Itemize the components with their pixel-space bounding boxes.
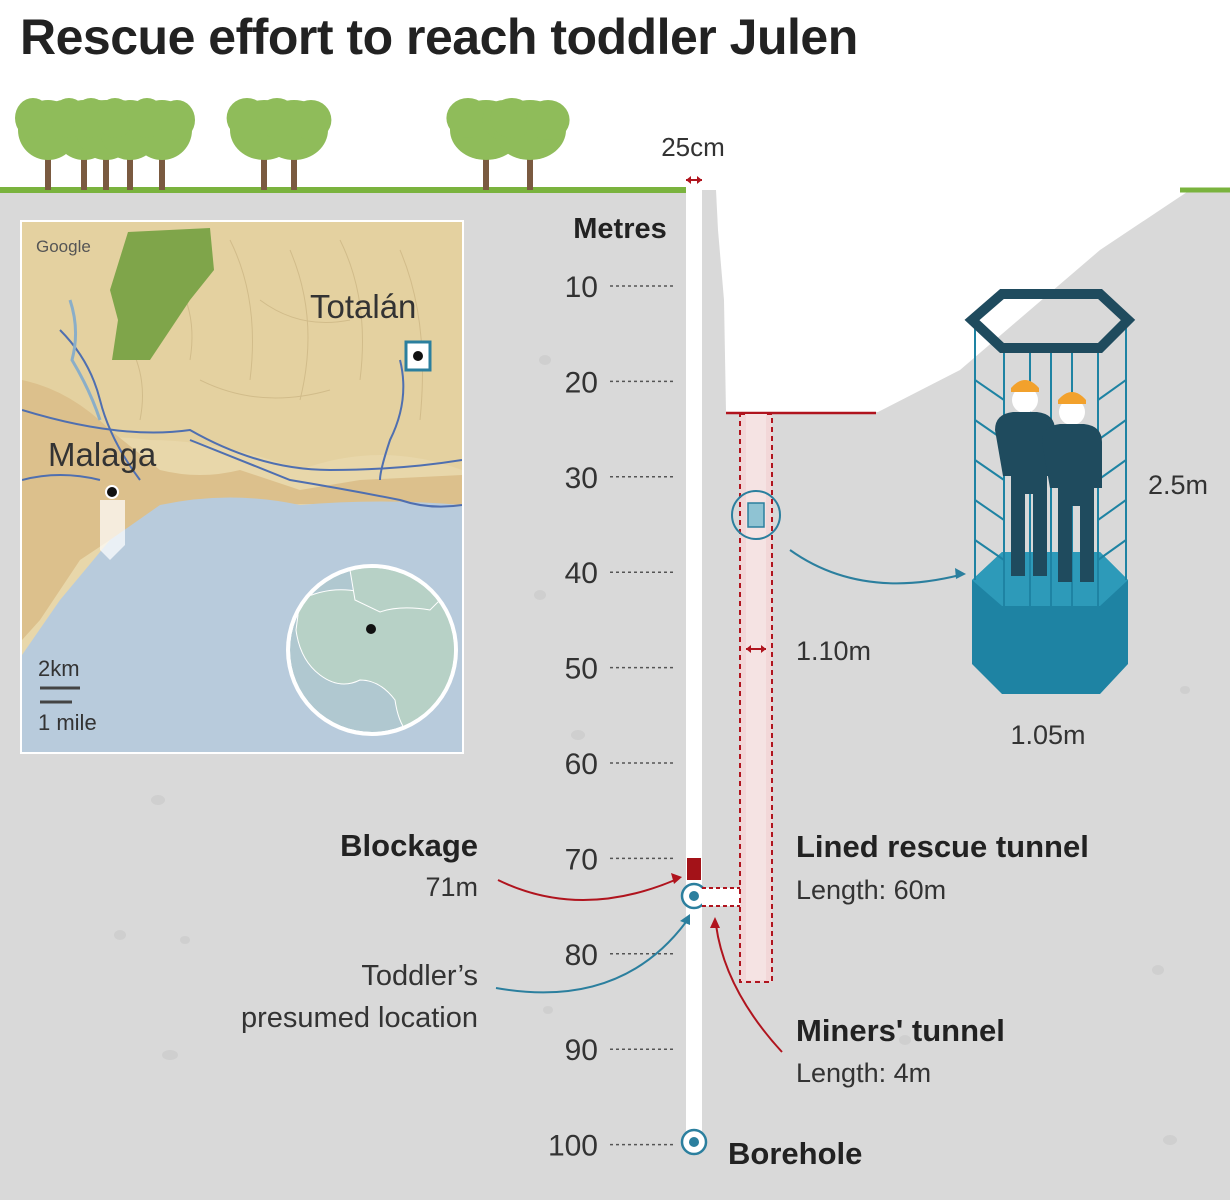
borehole: 25cm Borehole [661,132,862,1171]
miners-tunnel [702,887,740,907]
borehole-width-label: 25cm [661,132,725,162]
blockage-arrow [497,879,676,901]
map-scale-mile: 1 mile [38,710,97,735]
rescue-capsule: 2.5m 1.05m [964,289,1208,750]
blockage-arrowhead [671,873,682,884]
scale-tick-label: 100 [548,1130,598,1163]
miner-right [1042,392,1102,582]
map-roads [22,329,462,508]
scale-tick-label: 30 [565,462,598,495]
scale-tick-label: 40 [565,557,598,590]
map-scale-km: 2km [38,656,80,681]
tree [256,98,332,190]
globe-location-dot [366,624,376,634]
capsule-in-tunnel-ring [731,490,781,540]
miners-tunnel-title: Miners' tunnel [796,1013,1005,1048]
miners-tunnel-length: Length: 4m [796,1058,931,1088]
map-river [68,299,102,421]
map-city-label: Malaga [48,436,157,473]
map-attribution: Google [36,237,91,256]
scale-tick-label: 70 [565,843,598,876]
scale-tick-label: 80 [565,939,598,972]
trees [15,98,570,190]
capsule-pointer-arrow [789,549,961,585]
miners-arrowhead [710,917,720,928]
toddler-arrow [495,921,687,994]
rescue-tunnel: 1.10m [731,413,966,983]
tree [490,98,570,190]
toddler-label-line2: presumed location [241,1002,478,1034]
rescue-width-arrowheads [746,645,766,653]
scale-tick-label: 90 [565,1034,598,1067]
blockage-depth: 71m [425,872,478,902]
scale-tick-label: 50 [565,653,598,686]
borehole-bottom-dot [689,1137,699,1147]
miner-left [995,380,1055,576]
borehole-width-arrowheads [686,176,702,184]
scale-tick-label: 10 [565,271,598,304]
scale-heading: Metres [573,213,667,245]
capsule-in-tunnel [747,502,765,528]
ground-pebbles [114,355,1190,1145]
map-forest [110,228,214,360]
blockage-marker [687,858,701,880]
rescue-width-label: 1.10m [796,636,871,666]
toddler-arrowhead [680,914,690,925]
scale-tick-label: 60 [565,748,598,781]
tree [129,98,195,190]
miners-arrow [715,924,783,1053]
blockage-title: Blockage [340,828,478,863]
miners-tunnel-body [702,888,740,906]
map-town-marker-dot [413,351,423,361]
rescue-tunnel-length: Length: 60m [796,875,946,905]
borehole-shaft [686,190,702,1145]
hill-slope [704,80,1230,412]
page-title: Rescue effort to reach toddler Julen [20,9,858,65]
capsule-height-label: 2.5m [1148,470,1208,500]
map-city-marker [105,485,119,499]
capsule-pointer-arrowhead [955,568,966,579]
capsule-width-label: 1.05m [1010,720,1085,750]
scale-tick-label: 20 [565,366,598,399]
toddler-label-line1: Toddler’s [361,960,478,992]
map-town-label: Totalán [310,288,416,325]
locator-map: Google Totalán Malaga 2km 1 mile [20,220,464,754]
map-port [100,500,125,560]
depth-scale: 10 20 30 40 50 60 70 80 90 100 [548,271,676,1163]
rescue-tunnel-title: Lined rescue tunnel [796,829,1089,864]
rescue-tunnel-inner [746,414,766,980]
borehole-label: Borehole [728,1136,862,1171]
toddler-marker-dot [689,891,699,901]
capsule-top-ring [964,289,1136,353]
